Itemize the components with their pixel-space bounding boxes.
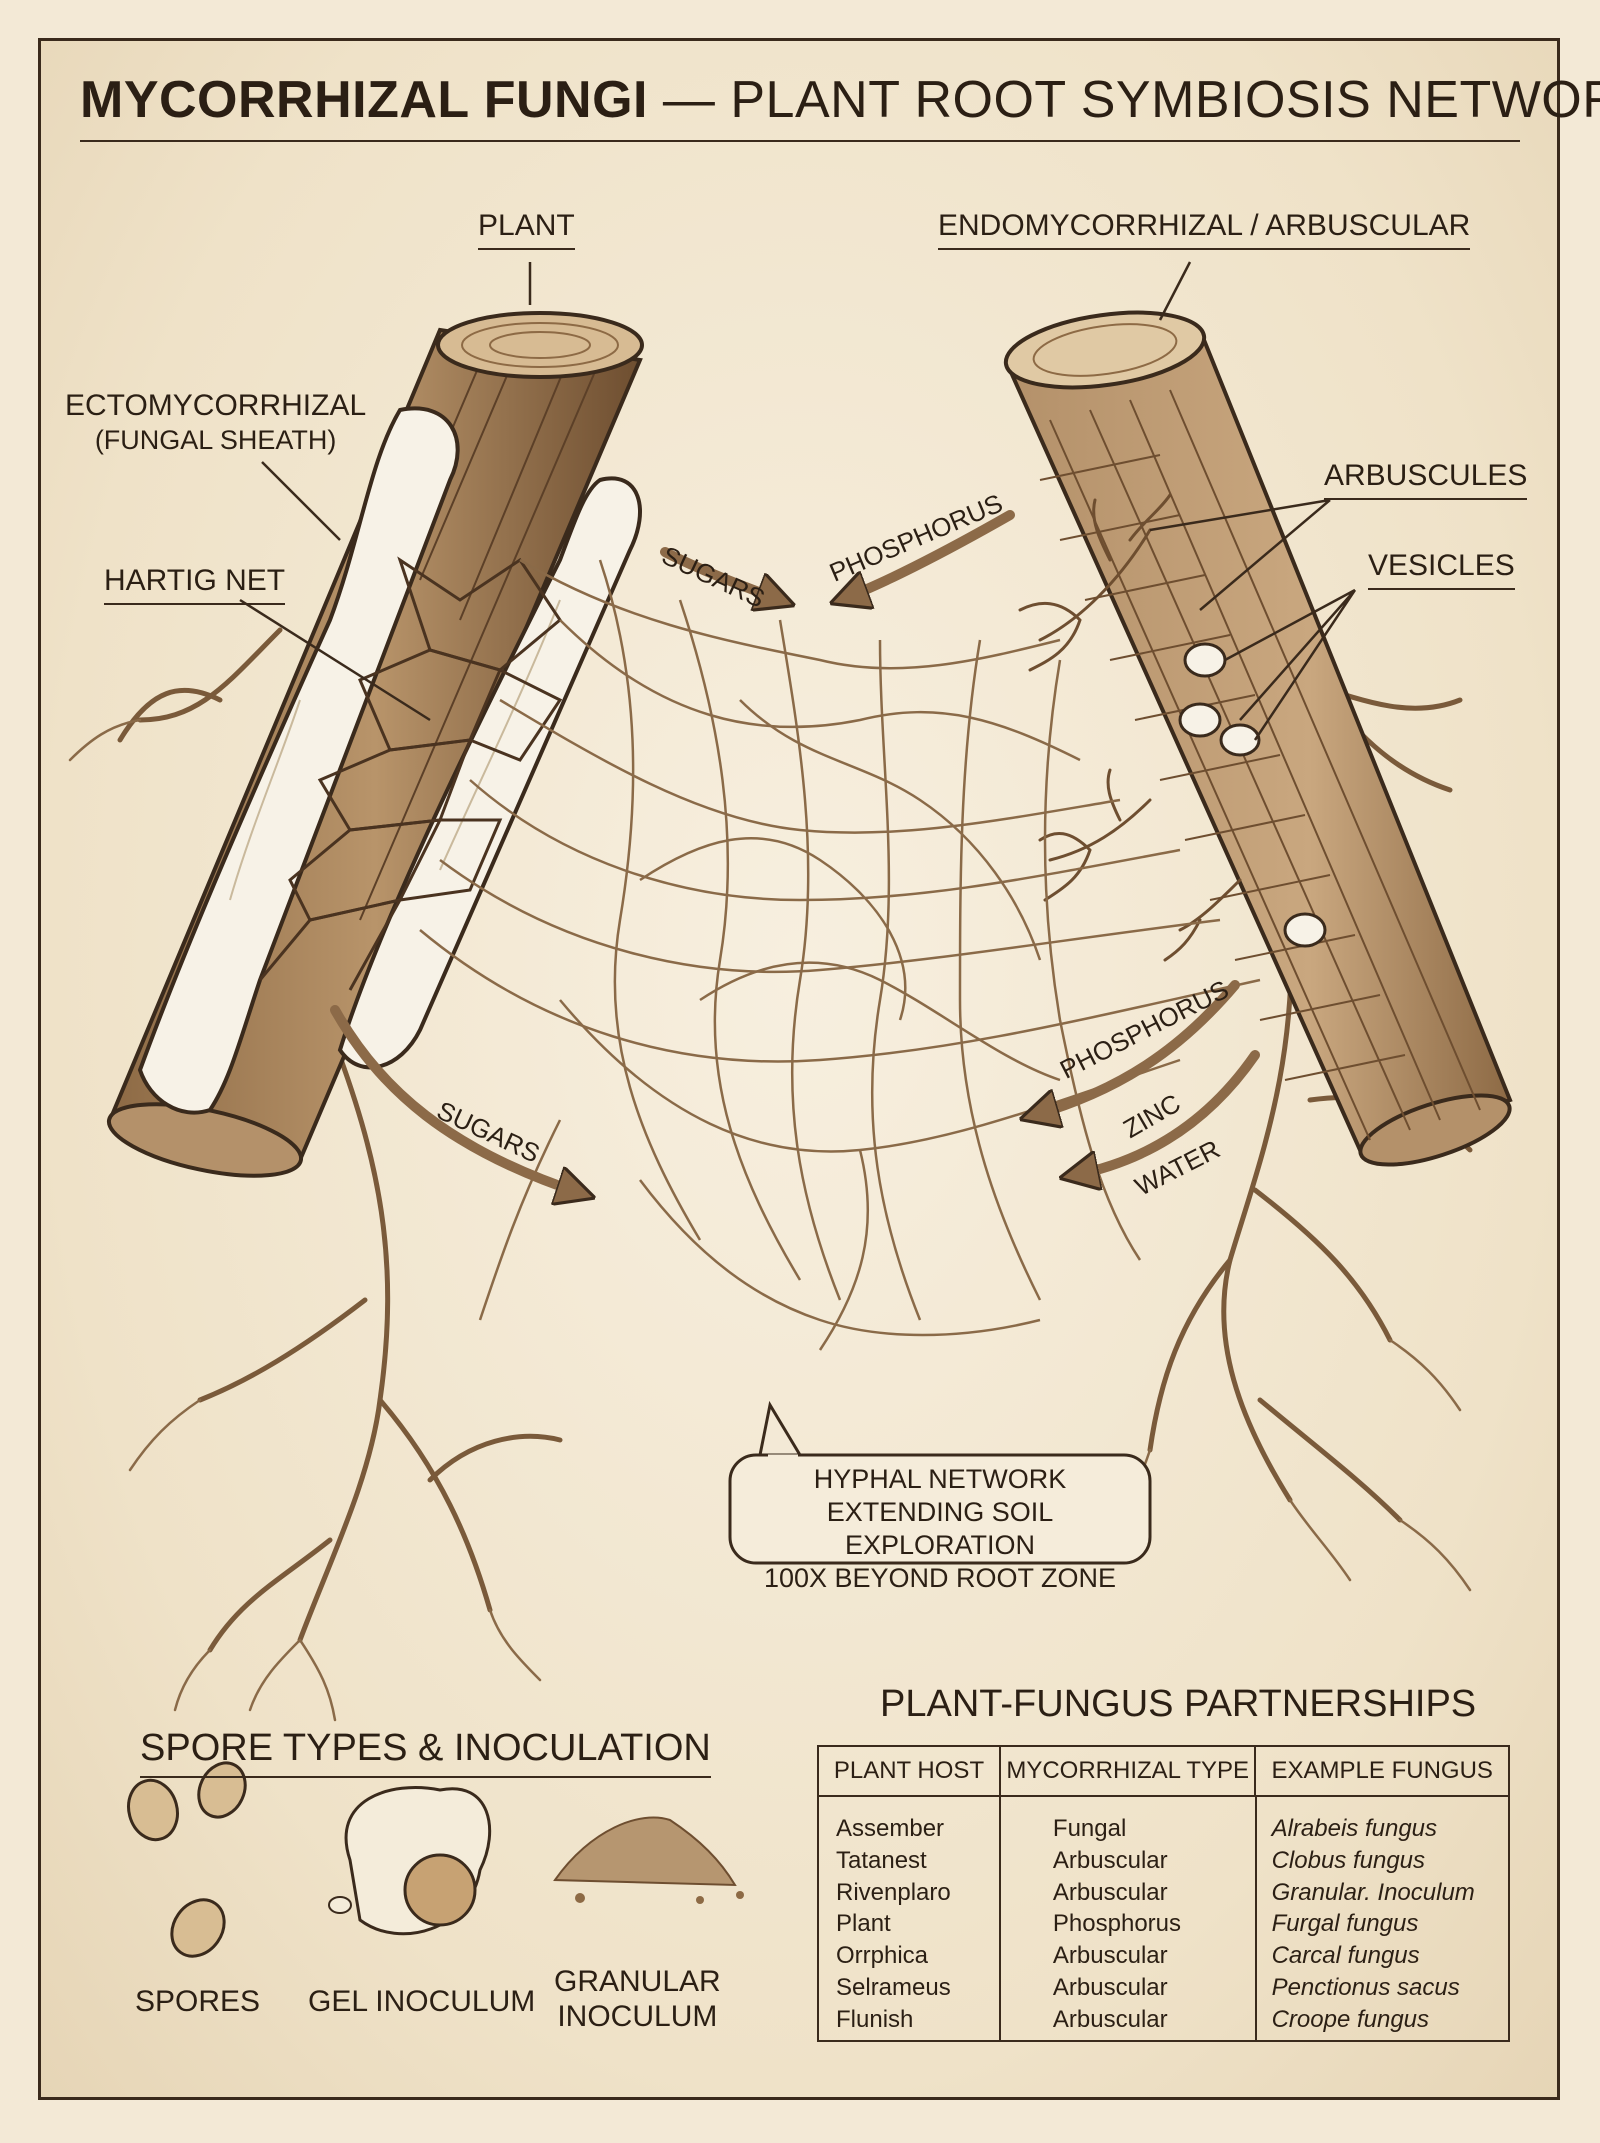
table-cell: Fungal (1053, 1813, 1255, 1845)
column-mycorrhizal-type: Fungal Arbuscular Arbuscular Phosphorus … (1001, 1797, 1257, 2040)
partnerships-title: PLANT-FUNGUS PARTNERSHIPS (880, 1683, 1476, 1726)
granular-inoculum-illustration (555, 1818, 744, 1905)
table-cell: Alrabeis fungus (1272, 1813, 1508, 1845)
table-cell: Clobus fungus (1272, 1845, 1508, 1877)
partnerships-table: PLANT HOST MYCORRHIZAL TYPE EXAMPLE FUNG… (817, 1745, 1510, 2042)
table-cell: Arbuscular (1053, 1845, 1255, 1877)
granular-line1: GRANULAR (554, 1965, 721, 2000)
column-example-fungus: Alrabeis fungus Clobus fungus Granular. … (1257, 1797, 1508, 2040)
label-endomycorrhizal: ENDOMYCORRHIZAL / ARBUSCULAR (938, 208, 1470, 250)
spore-label-granular-inoculum: GRANULAR INOCULUM (554, 1965, 721, 2034)
granular-line2: INOCULUM (554, 2000, 721, 2035)
spore-label-spores: SPORES (135, 1985, 260, 2020)
header-plant-host: PLANT HOST (819, 1747, 1001, 1795)
spore-types-title: SPORE TYPES & INOCULATION (140, 1727, 711, 1778)
table-cell: Furgal fungus (1272, 1908, 1508, 1940)
table-cell: Arbuscular (1053, 2004, 1255, 2036)
callout-line2: EXTENDING SOIL EXPLORATION (730, 1496, 1150, 1562)
table-cell: Phosphorus (1053, 1908, 1255, 1940)
label-vesicles: VESICLES (1368, 548, 1515, 590)
table-cell: Selrameus (836, 1972, 999, 2004)
table-cell: Tatanest (836, 1845, 999, 1877)
table-cell: Rivenplaro (836, 1877, 999, 1909)
table-cell: Orrphica (836, 1940, 999, 1972)
header-example-fungus: EXAMPLE FUNGUS (1256, 1747, 1508, 1795)
header-mycorrhizal-type: MYCORRHIZAL TYPE (1001, 1747, 1257, 1795)
table-cell: Granular. Inoculum (1272, 1877, 1508, 1909)
label-arbuscules: ARBUSCULES (1324, 458, 1527, 500)
label-ectomycorrhizal: ECTOMYCORRHIZAL (FUNGAL SHEATH) (65, 388, 366, 456)
callout-line1: HYPHAL NETWORK (730, 1463, 1150, 1496)
column-plant-host: Assember Tatanest Rivenplaro Plant Orrph… (819, 1797, 1001, 2040)
table-body: Assember Tatanest Rivenplaro Plant Orrph… (819, 1797, 1508, 2040)
gel-inoculum-illustration (329, 1788, 490, 1934)
table-cell: Flunish (836, 2004, 999, 2036)
hyphal-network-callout: HYPHAL NETWORK EXTENDING SOIL EXPLORATIO… (730, 1455, 1150, 1563)
table-cell: Plant (836, 1908, 999, 1940)
label-hartig-net: HARTIG NET (104, 563, 285, 605)
callout-line3: 100X BEYOND ROOT ZONE (730, 1562, 1150, 1595)
spore-label-gel-inoculum: GEL INOCULUM (308, 1985, 535, 2020)
spores-illustration (122, 1755, 254, 1966)
table-cell: Arbuscular (1053, 1972, 1255, 2004)
table-cell: Penctionus sacus (1272, 1972, 1508, 2004)
table-header-row: PLANT HOST MYCORRHIZAL TYPE EXAMPLE FUNG… (819, 1747, 1508, 1797)
label-ecto-line1: ECTOMYCORRHIZAL (65, 388, 366, 424)
table-cell: Croope fungus (1272, 2004, 1508, 2036)
table-cell: Arbuscular (1053, 1877, 1255, 1909)
label-plant: PLANT (478, 208, 575, 250)
table-cell: Carcal fungus (1272, 1940, 1508, 1972)
label-ecto-line2: (FUNGAL SHEATH) (65, 424, 366, 456)
table-cell: Assember (836, 1813, 999, 1845)
table-cell: Arbuscular (1053, 1940, 1255, 1972)
